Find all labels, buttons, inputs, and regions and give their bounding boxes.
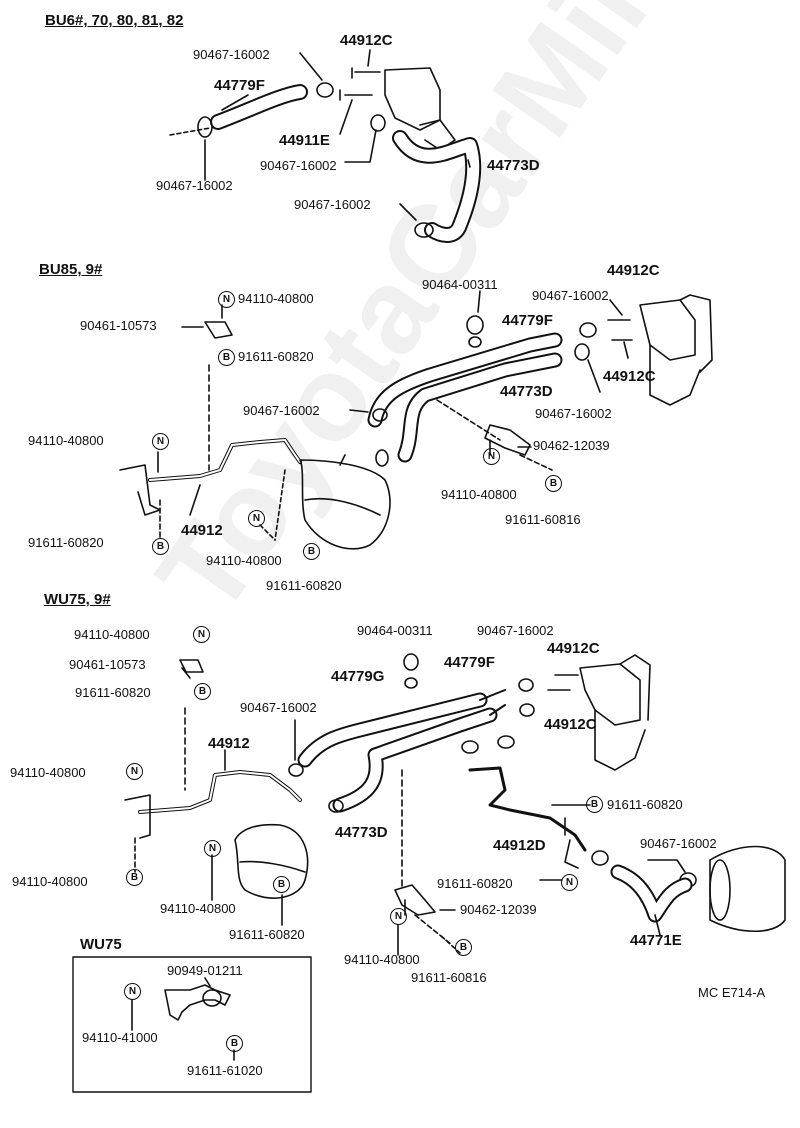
section-4-header: WU75	[80, 936, 122, 953]
part-label: 90467-16002	[640, 836, 717, 851]
part-label: 90467-16002	[535, 406, 612, 421]
part-label: 44779G	[331, 668, 385, 685]
nut-marker: N	[204, 840, 221, 857]
part-label: 91611-60820	[238, 349, 314, 364]
part-label: 44912C	[603, 368, 656, 385]
bolt-marker: B	[303, 543, 320, 560]
nut-marker: N	[193, 626, 210, 643]
part-label: 44773D	[335, 824, 388, 841]
bolt-marker: B	[152, 538, 169, 555]
part-label: 90464-00311	[422, 277, 498, 292]
section-1-drawing	[169, 49, 482, 243]
part-label: 91611-60816	[505, 512, 581, 527]
part-label: 91611-60820	[75, 685, 151, 700]
nut-marker: N	[124, 983, 141, 1000]
nut-marker: N	[390, 908, 407, 925]
bolt-marker: B	[273, 876, 290, 893]
part-label: 44912D	[493, 837, 546, 854]
part-label: 90467-16002	[260, 158, 337, 173]
part-label: 90467-16002	[294, 197, 371, 212]
part-label: 94110-40800	[74, 627, 150, 642]
section-1-header: BU6#, 70, 80, 81, 82	[45, 12, 184, 29]
part-label: 44779F	[214, 77, 265, 94]
part-label: 90467-16002	[193, 47, 270, 62]
nut-marker: N	[218, 291, 235, 308]
part-label: 94110-40800	[28, 433, 104, 448]
section-2-drawing	[119, 290, 713, 550]
nut-marker: N	[152, 433, 169, 450]
part-label: 44911E	[279, 132, 330, 149]
part-label: 91611-60820	[607, 797, 683, 812]
part-label: 90462-12039	[533, 438, 610, 453]
part-label: 91611-61020	[187, 1063, 263, 1078]
part-label: 94110-40800	[12, 874, 88, 889]
part-label: 94110-40800	[441, 487, 517, 502]
part-label: 44773D	[487, 157, 540, 174]
part-label: 90461-10573	[69, 657, 146, 672]
section-2-header: BU85, 9#	[39, 261, 103, 278]
part-label: 91611-60820	[266, 578, 342, 593]
part-label: 90949-01211	[167, 963, 243, 978]
part-label: 44779F	[502, 312, 553, 329]
part-label: 44773D	[500, 383, 553, 400]
part-label: 90464-00311	[357, 623, 433, 638]
part-label: 90461-10573	[80, 318, 157, 333]
section-4-drawing	[72, 956, 312, 1093]
part-label: 44912C	[340, 32, 393, 49]
bolt-marker: B	[545, 475, 562, 492]
part-label: 90467-16002	[477, 623, 554, 638]
bolt-marker: B	[218, 349, 235, 366]
section-3-drawing	[124, 653, 786, 956]
part-label: 44912C	[544, 716, 597, 733]
nut-marker: N	[561, 874, 578, 891]
part-label: 44912	[208, 735, 250, 752]
bolt-marker: B	[126, 869, 143, 886]
part-label: 91611-60820	[229, 927, 305, 942]
bolt-marker: B	[194, 683, 211, 700]
part-label: 94110-41000	[82, 1030, 158, 1045]
part-label: 94110-40800	[206, 553, 282, 568]
nut-marker: N	[126, 763, 143, 780]
bolt-marker: B	[455, 939, 472, 956]
part-label: 90467-16002	[240, 700, 317, 715]
part-label: 90462-12039	[460, 902, 537, 917]
nut-marker: N	[248, 510, 265, 527]
part-label: 44912C	[607, 262, 660, 279]
part-label: 90467-16002	[532, 288, 609, 303]
part-label: 90467-16002	[156, 178, 233, 193]
part-label: 94110-40800	[238, 291, 314, 306]
part-label: 91611-60816	[411, 970, 487, 985]
part-label: 44912C	[547, 640, 600, 657]
nut-marker: N	[483, 448, 500, 465]
part-label: 44771E	[630, 932, 682, 949]
part-label: 94110-40800	[10, 765, 86, 780]
bolt-marker: B	[586, 796, 603, 813]
part-label: 94110-40800	[160, 901, 236, 916]
part-label: 91611-60820	[437, 876, 513, 891]
section-3-header: WU75, 9#	[44, 591, 111, 608]
part-label: 91611-60820	[28, 535, 104, 550]
part-label: 44912	[181, 522, 223, 539]
part-label: 44779F	[444, 654, 495, 671]
part-label: 94110-40800	[344, 952, 420, 967]
bolt-marker: B	[226, 1035, 243, 1052]
diagram-code: MC E714-A	[698, 985, 766, 1000]
part-label: 90467-16002	[243, 403, 320, 418]
